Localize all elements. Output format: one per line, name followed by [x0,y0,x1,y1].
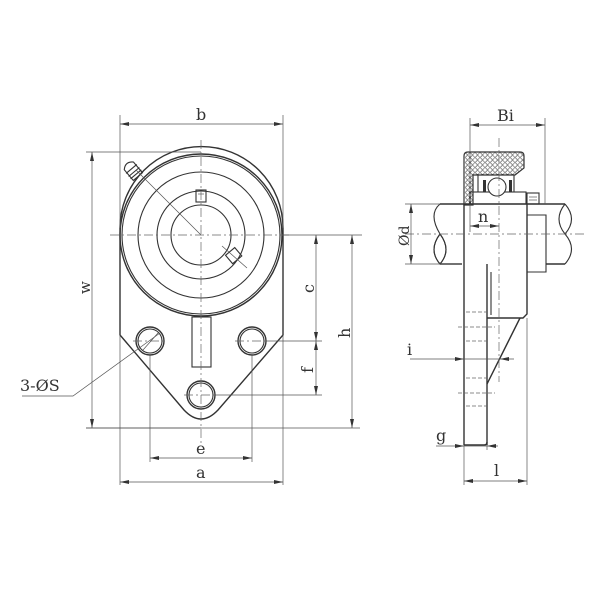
label-bolt-holes: 3-ØS [20,376,60,395]
housing-section [463,151,525,206]
label-f: f [298,366,317,373]
grease-fitting-icon [123,161,144,182]
label-n: n [478,207,488,226]
label-i: i [407,340,412,359]
label-g: g [436,426,446,445]
label-w: w [76,281,94,294]
slot [191,316,212,368]
housing-outline [119,145,284,420]
front-view: 3-ØS b w e a [20,105,362,485]
label-l: l [494,461,499,480]
ball-icon [487,177,507,197]
label-a: a [196,463,206,482]
label-h: h [335,328,354,338]
label-e: e [196,439,205,458]
set-screw-top [195,189,207,203]
label-c: c [299,284,318,293]
label-d: Ød [397,226,413,246]
label-b: b [196,105,206,124]
side-view: Bi Ød n i g l [397,106,585,485]
label-Bi: Bi [497,106,514,125]
set-screw-side [526,192,540,205]
